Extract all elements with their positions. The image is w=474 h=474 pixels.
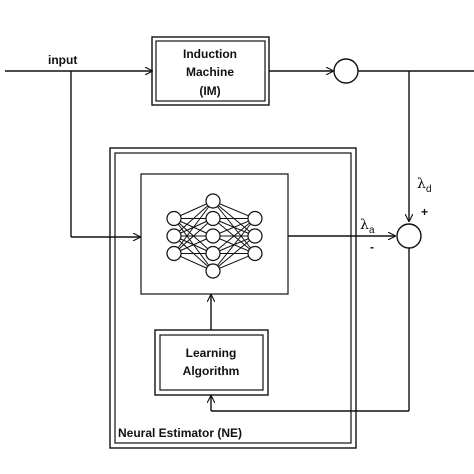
lambda-d-symbol: λ [417,176,426,192]
network-neuron [205,245,221,262]
ne-label: Neural Estimator (NE) [118,426,242,440]
output-node-circle [333,58,359,84]
network-neuron [166,245,182,262]
im-label-line1: Induction [183,47,237,61]
plus-sign: + [421,205,428,219]
summing-junction [396,223,422,249]
network-connection [173,200,214,254]
lambda-a-symbol: λ [360,217,369,233]
neural-network-box [140,173,289,295]
network-neuron [247,245,263,262]
lambda-d-subscript: d [426,184,432,195]
neural-estimator-outer [109,147,357,449]
network-neuron [247,228,263,244]
learning-algorithm-outer [154,329,269,396]
learning-algorithm-inner [159,334,264,391]
network-neuron [205,228,221,244]
minus-sign: - [370,240,374,254]
network-neuron [205,263,221,279]
neural-network [166,193,263,279]
neural-estimator-inner [114,152,352,444]
network-connection [212,218,256,254]
learning-label-line2: Algorithm [183,364,240,378]
im-label-line3: (IM) [199,84,220,98]
network-connection [173,200,214,237]
network-connection [212,235,256,272]
im-label-line2: Machine [186,65,234,79]
network-connection [212,218,256,272]
network-neuron [166,210,182,227]
lambda-a-subscript: a [369,225,375,236]
induction-machine-block-inner [155,40,266,102]
network-neuron [205,193,221,209]
learning-label-line1: Learning [186,346,237,360]
input-label: input [48,53,77,67]
network-neuron [205,210,221,227]
network-neuron [247,210,263,227]
network-connection [173,218,214,254]
network-neuron [166,228,182,244]
